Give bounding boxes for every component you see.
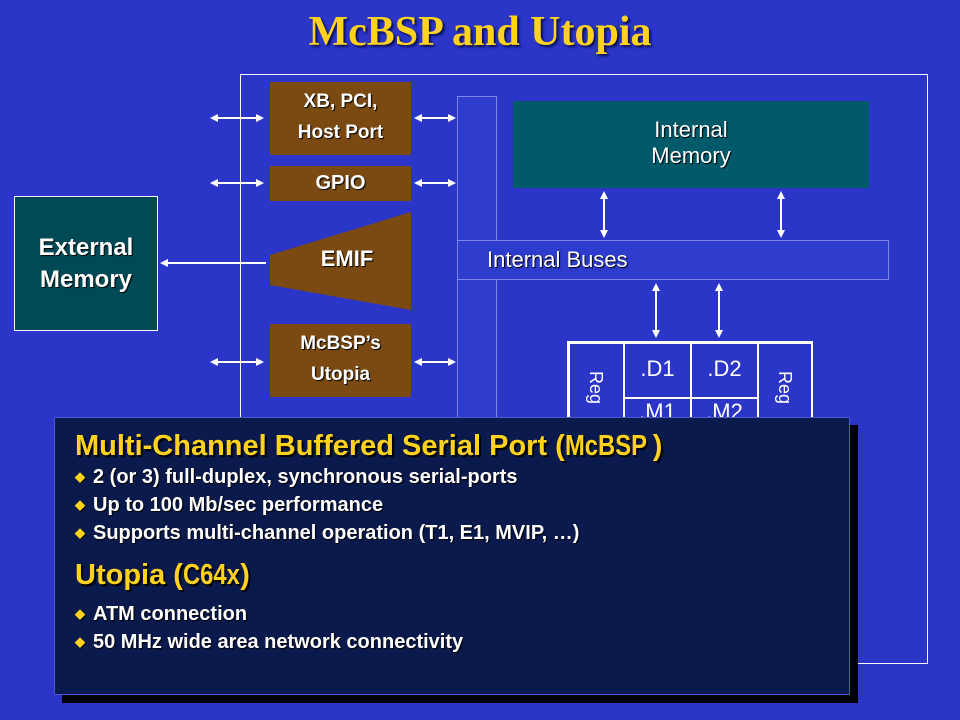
internal-memory-line2: Memory <box>651 143 731 168</box>
list-item: ◆ Supports multi-channel operation (T1, E… <box>75 519 849 547</box>
list-item: ◆ 2 (or 3) full-duplex, synchronous seria… <box>75 463 849 491</box>
external-memory-block: External Memory <box>14 196 158 331</box>
utopia-heading-text: Utopia ( <box>75 559 183 591</box>
list-item: ◆ ATM connection <box>75 600 849 628</box>
internal-bus-horizontal <box>457 240 889 280</box>
mcbsp-label-line1: McBSP’s <box>300 333 381 354</box>
internal-buses-label: Internal Buses <box>487 247 628 272</box>
internal-memory-block: Internal Memory <box>513 101 869 188</box>
list-item: ◆ Up to 100 Mb/sec performance <box>75 491 849 519</box>
utopia-bullet-list: ◆ ATM connection ◆ 50 MHz wide area networ… <box>75 600 849 656</box>
slide-title: McBSP and Utopia <box>308 9 652 55</box>
bullet-text: Supports multi-channel operation (T1, E1… <box>93 522 580 544</box>
bullet-text: 2 (or 3) full-duplex, synchronous serial… <box>93 466 518 488</box>
internal-memory-line1: Internal <box>654 117 728 142</box>
diamond-bullet-icon: ◆ <box>75 497 85 512</box>
emif-label: EMIF <box>320 246 374 271</box>
mcbsp-bullet-list: ◆ 2 (or 3) full-duplex, synchronous seria… <box>75 463 849 547</box>
mcbsp-heading-close: ) <box>652 430 663 462</box>
mcbsp-heading-abbrev: McBSP <box>564 430 647 462</box>
xb-label-line2: Host Port <box>297 122 384 143</box>
diamond-bullet-icon: ◆ <box>75 525 85 540</box>
internal-bus-junction <box>458 241 496 279</box>
utopia-heading-abbrev: C64x <box>182 559 240 591</box>
external-memory-line2: Memory <box>39 265 133 293</box>
diamond-bullet-icon: ◆ <box>75 469 85 484</box>
unit-d2: .D2 <box>691 343 758 398</box>
utopia-heading: Utopia (C64x) <box>75 559 849 592</box>
diamond-bullet-icon: ◆ <box>75 634 85 649</box>
info-overlay-panel: Multi-Channel Buffered Serial Port (McBS… <box>54 417 850 695</box>
diamond-bullet-icon: ◆ <box>75 606 85 621</box>
mcbsp-heading: Multi-Channel Buffered Serial Port (McBS… <box>75 430 849 463</box>
xb-pci-host-port-block: XB, PCI, Host Port <box>270 82 411 155</box>
gpio-block: GPIO <box>270 166 411 201</box>
xb-label-line1: XB, PCI, <box>303 91 378 112</box>
external-memory-line1: External <box>38 233 134 261</box>
mcbsp-label-line2: Utopia <box>310 364 371 385</box>
mcbsp-utopia-block: McBSP’s Utopia <box>270 324 411 397</box>
emif-block <box>270 212 411 310</box>
mcbsp-heading-text: Multi-Channel Buffered Serial Port ( <box>75 430 565 462</box>
bullet-text: 50 MHz wide area network connectivity <box>93 631 464 653</box>
unit-d1: .D1 <box>624 343 691 398</box>
list-item: ◆ 50 MHz wide area network connectivity <box>75 628 849 656</box>
bullet-text: ATM connection <box>93 603 248 625</box>
utopia-heading-close: ) <box>240 559 250 591</box>
bullet-text: Up to 100 Mb/sec performance <box>93 494 384 516</box>
